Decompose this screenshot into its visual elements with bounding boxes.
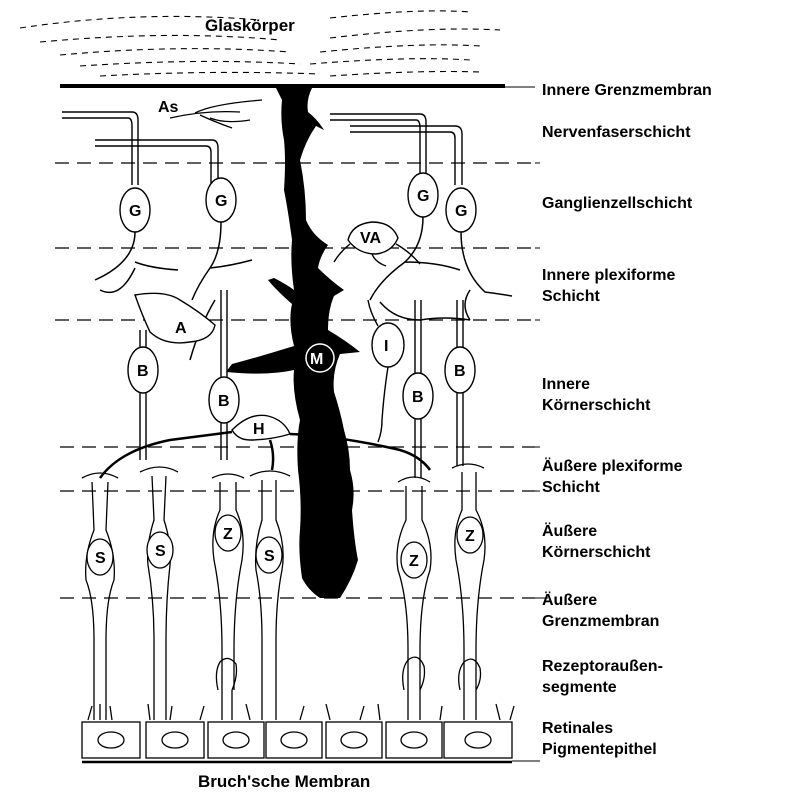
- astrocyte-label: As: [158, 99, 179, 116]
- layer-label-ganglion-cell-layer: Ganglienzellschicht: [542, 193, 692, 214]
- amacrine-label: A: [175, 320, 187, 337]
- mueller-label: M: [310, 351, 323, 368]
- layer-label-nerve-fiber-layer: Nervenfaserschicht: [542, 122, 691, 143]
- cone-label-1: Z: [223, 526, 233, 543]
- photoreceptor-outlines: [82, 464, 485, 720]
- rod-label-2: S: [155, 543, 166, 560]
- rod-label-3: S: [264, 548, 275, 565]
- inner-limiting-membrane: [60, 86, 535, 87]
- layer-label-inner-nuclear-layer: Innere Körnerschicht: [542, 374, 650, 416]
- interplexiform-processes: [368, 300, 388, 442]
- vitreous-body-label: Glaskörper: [205, 16, 295, 36]
- ganglion-label-4: G: [455, 203, 467, 220]
- layer-label-outer-limiting-membrane: Äußere Grenzmembran: [542, 590, 659, 632]
- ganglion-label-3: G: [417, 188, 429, 205]
- nerve-fibers: [62, 112, 462, 185]
- rod-label-1: S: [95, 550, 106, 567]
- astrocyte: [170, 100, 262, 128]
- bipolar-label-4: B: [454, 363, 466, 380]
- cone-label-3: Z: [465, 528, 475, 545]
- bruchs-membrane-line: [82, 761, 540, 762]
- layer-label-retinal-pigment-epithelium: Retinales Pigmentepithel: [542, 718, 657, 760]
- pigment-epithelium: [82, 704, 514, 758]
- layer-label-inner-plexiform-layer: Innere plexiforme Schicht: [542, 265, 675, 307]
- displaced-amacrine-label: VA: [360, 230, 381, 247]
- mueller-cell: [226, 88, 360, 598]
- horizontal-label: H: [253, 421, 265, 438]
- layer-label-outer-plexiform-layer: Äußere plexiforme Schicht: [542, 456, 682, 498]
- bruchs-membrane-label: Bruch'sche Membran: [198, 772, 370, 792]
- layer-label-photoreceptor-outer-segments: Rezeptoraußen- segmente: [542, 656, 663, 698]
- ganglion-label-1: G: [129, 203, 141, 220]
- ganglion-label-2: G: [215, 193, 227, 210]
- cone-label-2: Z: [409, 553, 419, 570]
- bipolar-label-1: B: [137, 363, 149, 380]
- bipolar-label-3: B: [412, 389, 424, 406]
- interplexiform-label: I: [384, 338, 388, 355]
- bipolar-label-2: B: [218, 393, 230, 410]
- layer-label-inner-limiting-membrane: Innere Grenzmembran: [542, 80, 712, 101]
- layer-label-outer-nuclear-layer: Äußere Körnerschicht: [542, 521, 650, 563]
